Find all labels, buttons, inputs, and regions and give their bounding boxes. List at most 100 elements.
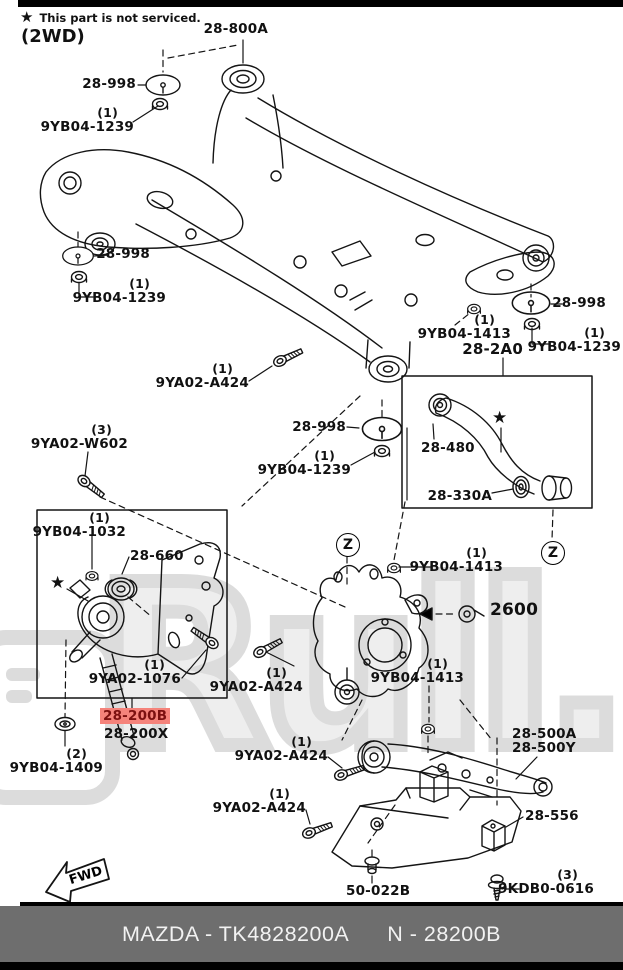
part-label-9YA02-A424-knuckle: (1)9YA02-A424 <box>209 665 303 695</box>
part-label-28-330A: 28-330A <box>428 489 492 503</box>
part-label-28-200B-highlighted[interactable]: 28-200B <box>100 708 171 724</box>
clip-2600-art <box>419 605 485 623</box>
service-note: ★ This part is not serviced. <box>20 10 201 25</box>
part-label-9YB04-1239-center: (1)9YB04-1239 <box>257 448 351 478</box>
part-label-9YA02-A424-subframe: (1)9YA02-A424 <box>155 361 249 391</box>
part-count: (1) <box>97 105 118 120</box>
part-number: 9YB04-1413 <box>370 670 464 686</box>
part-number: 9YA02-W602 <box>30 436 128 452</box>
part-number: 2600 <box>490 600 539 620</box>
part-count: (1) <box>269 786 290 801</box>
view-ref-letter: Z <box>547 545 559 561</box>
part-label-9YB04-1409: (2)9YB04-1409 <box>9 747 103 776</box>
part-number: 28-800A <box>203 21 268 37</box>
part-count: (1) <box>212 361 233 376</box>
part-number: 28-200B <box>103 708 168 724</box>
service-note-text: This part is not serviced. <box>39 10 201 25</box>
footer-part-code: N - 28200B <box>387 921 502 946</box>
part-count: (1) <box>314 448 335 463</box>
part-label-9YB04-1413-knuckle: (1)9YB04-1413 <box>409 545 503 575</box>
part-label-9YA02-A424-arm2: (1)9YA02-A424 <box>212 786 306 816</box>
view-ref-z-knuckle: Z <box>336 533 360 557</box>
skid-plate-art <box>331 765 522 869</box>
part-label-9YB04-1239-top: (1)9YB04-1239 <box>41 105 134 135</box>
part-number: 28-2A0 <box>462 340 523 358</box>
part-number: 28-480 <box>421 440 475 456</box>
part-number: 9YB04-1239 <box>527 339 621 355</box>
top-rule <box>18 0 623 7</box>
not-serviced-star-upper-arm: ★ <box>492 408 508 428</box>
part-label-28-998-right: 28-998 <box>552 296 606 310</box>
part-label-9YB04-1239-right: (1)9YB04-1239 <box>527 325 621 355</box>
part-count: (1) <box>474 312 495 327</box>
view-ref-z-upper-arm: Z <box>541 541 565 565</box>
fwd-arrow: FWD <box>45 858 110 903</box>
part-number: 28-200X <box>104 726 169 742</box>
part-number: 9YB04-1239 <box>257 462 351 478</box>
footer-bar: MAZDA - TK4828200A N - 28200B <box>0 906 623 962</box>
part-label-9KDB0-0616: (3)9KDB0-0616 <box>498 867 594 897</box>
drivetrain-label: (2WD) <box>21 26 85 47</box>
part-number: 9YA02-A424 <box>155 375 249 391</box>
part-label-9YA02-1076: (1)9YA02-1076 <box>89 657 181 687</box>
footer-bottom-strip <box>0 962 623 970</box>
part-number: 50-022B <box>346 883 411 899</box>
part-number: 28-330A <box>427 488 492 504</box>
part-label-9YB04-1413-subframe: (1)9YB04-1413 <box>417 312 511 342</box>
part-label-9YB04-1032: (1)9YB04-1032 <box>32 511 126 540</box>
part-number: 28-556 <box>525 808 579 824</box>
trailing-arm-art <box>36 509 228 761</box>
not-serviced-star-trailing-arm: ★ <box>50 573 66 593</box>
part-label-28-998-center: 28-998 <box>292 420 346 434</box>
part-number: 28-998 <box>292 419 346 435</box>
part-number: 28-660 <box>130 548 184 564</box>
watermark-logo-bar <box>6 690 32 703</box>
part-label-9YA02-W602: (3)9YA02-W602 <box>30 422 128 452</box>
part-number: 28-998 <box>552 295 606 311</box>
subframe-art <box>39 64 555 383</box>
part-count: (1) <box>584 325 605 340</box>
part-label-2600: 2600 <box>490 600 539 620</box>
part-label-28-2A0: 28-2A0 <box>462 340 523 358</box>
part-label-28-800A: 28-800A <box>204 22 268 36</box>
part-number: 28-500A <box>512 726 577 742</box>
leader-lines <box>64 39 563 890</box>
part-count: (3) <box>91 422 112 437</box>
footer-rule <box>20 902 623 906</box>
part-number: 9YB04-1409 <box>9 760 103 776</box>
part-label-50-022B: 50-022B <box>346 884 410 898</box>
part-number: 9YA02-A424 <box>212 800 306 816</box>
knuckle-art <box>312 564 429 705</box>
part-number: 9YB04-1032 <box>32 524 126 540</box>
part-number: 9YB04-1413 <box>409 559 503 575</box>
part-count: (1) <box>266 665 287 680</box>
part-count: (1) <box>129 276 150 291</box>
watermark-text: Rull.ru <box>89 537 623 799</box>
fasteners-art <box>54 74 551 901</box>
part-number: 9KDB0-0616 <box>498 881 594 897</box>
part-label-28-200X: 28-200X <box>104 727 168 741</box>
part-count: (1) <box>144 657 165 672</box>
part-number: 9YA02-A424 <box>234 748 328 764</box>
part-count: (1) <box>291 734 312 749</box>
part-count: (3) <box>557 867 578 882</box>
part-label-9YA02-A424-arm1: (1)9YA02-A424 <box>234 734 328 764</box>
part-number: 9YA02-A424 <box>209 679 303 695</box>
part-number: 28-500Y <box>512 740 576 756</box>
star-icon: ★ <box>20 8 34 26</box>
part-number: 28-998 <box>96 246 150 262</box>
part-number: 28-998 <box>82 76 136 92</box>
part-label-28-480: 28-480 <box>421 441 475 455</box>
part-number: 9YB04-1413 <box>417 326 511 342</box>
dashed-lines <box>64 44 554 859</box>
part-label-28-998-top: 28-998 <box>82 77 136 91</box>
part-label-9YB04-1239-left: (1)9YB04-1239 <box>73 276 166 306</box>
part-count: (1) <box>466 545 487 560</box>
part-label-28-556: 28-556 <box>525 809 579 823</box>
part-label-9YB04-1413-lower: (1)9YB04-1413 <box>370 657 464 686</box>
upper-arm-art <box>401 375 593 509</box>
